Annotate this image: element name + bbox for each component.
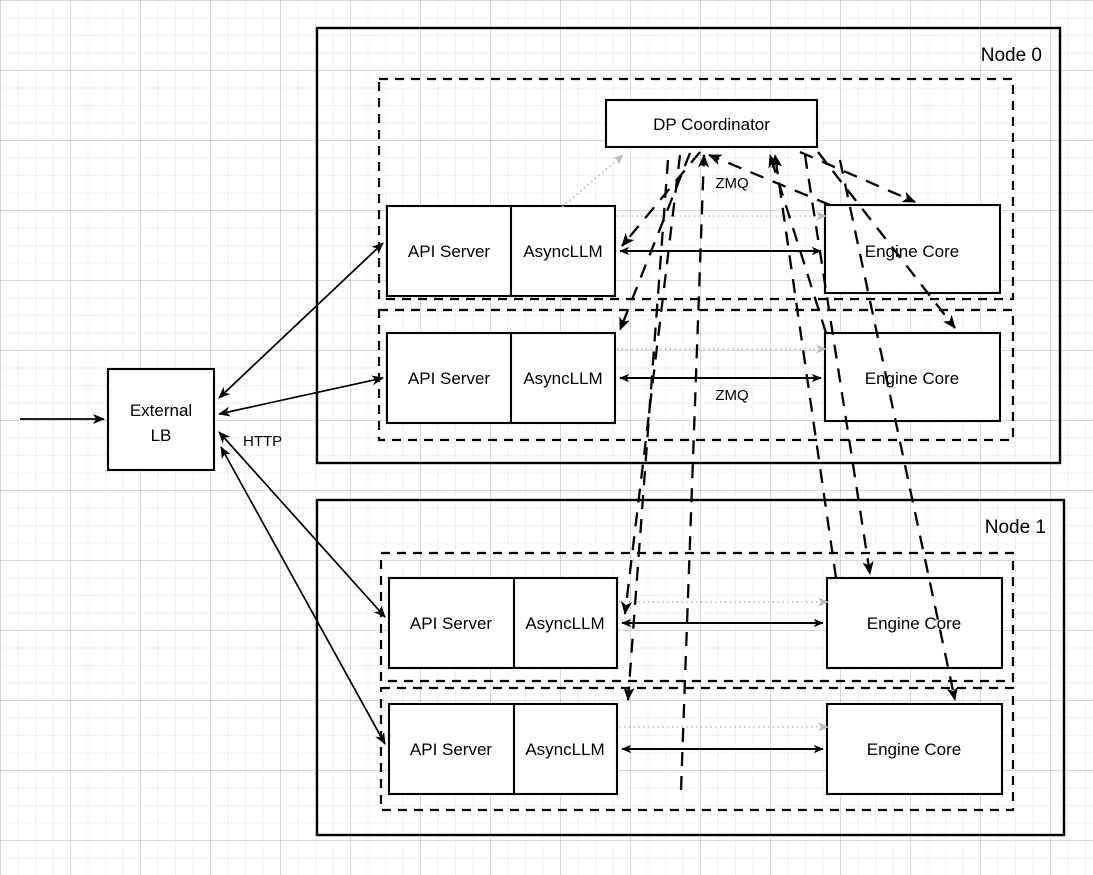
- external-lb-box[interactable]: [106, 367, 216, 472]
- coordinator-to-node-0-group-1-async-arrow: [618, 152, 692, 331]
- node-0-group-0-api-server-label: API Server: [408, 242, 491, 261]
- lb-to-node-1-group-1-api-arrow: [220, 446, 386, 745]
- external-lb-label-line2: LB: [151, 426, 172, 445]
- node-1-group-0-engine-core-label: Engine Core: [867, 614, 962, 633]
- node-0-group-1-api-server-label: API Server: [408, 369, 491, 388]
- node-0-group-0-engine-to-coordinator-arrow: [708, 153, 831, 207]
- node-1-group-0-api-unit[interactable]: [387, 576, 619, 670]
- node-0-group-0-container: [377, 77, 1015, 301]
- coordinator-to-node-1-group-1-async-arrow: [623, 159, 670, 701]
- external-lb-label-line1: External: [130, 401, 192, 420]
- coordinator-to-node-0-group-0-engine-arrow: [799, 150, 916, 204]
- coordinator-to-node-0-group-1-engine-arrow: [817, 151, 956, 329]
- node-1-title: Node 1: [985, 517, 1046, 538]
- lb-to-node-1-group-0-api-arrow: [218, 431, 386, 618]
- lb-to-node-0-group-1-api-arrow: [218, 375, 384, 417]
- node-0-group-1-engine-core-label: Engine Core: [865, 369, 960, 388]
- node-1-group-0-async-llm-label: AsyncLLM: [525, 614, 604, 633]
- node-0-title: Node 0: [981, 45, 1042, 66]
- node-1-group-1-engine-core-label: Engine Core: [867, 740, 962, 759]
- async-llm-to-coordinator-dotted-arrow: [561, 154, 624, 208]
- node-1-group-1-api-unit[interactable]: [387, 702, 619, 796]
- node-0-group-0-api-unit[interactable]: [385, 204, 617, 298]
- node-0-group-0-async-llm-label: AsyncLLM: [523, 242, 602, 261]
- dp-coordinator-box[interactable]: [604, 98, 819, 149]
- node-0-group-1-engine-core-box[interactable]: [823, 331, 1002, 423]
- dp-coordinator-label: DP Coordinator: [653, 115, 770, 134]
- node-0-group-0-engine-core-box[interactable]: [823, 203, 1002, 295]
- coordinator-to-node-0-group-0-async-arrow: [621, 151, 701, 247]
- coordinator-to-node-1-group-0-async-arrow: [620, 154, 682, 615]
- node-1-group-1-api-server-label: API Server: [410, 740, 493, 759]
- lb-to-node-0-group-0-api-arrow: [218, 242, 384, 399]
- node-1-group-1-container: [379, 686, 1015, 812]
- node-1-group-1-engine-to-coordinator-arrow: [679, 154, 710, 791]
- node-1-group-0-engine-core-box[interactable]: [825, 576, 1004, 670]
- node-0-zmq-label-top: ZMQ: [715, 175, 748, 192]
- node-0-group-1-async-llm-label: AsyncLLM: [523, 369, 602, 388]
- http-label: HTTP: [243, 433, 282, 450]
- node-1-group-1-async-llm-label: AsyncLLM: [525, 740, 604, 759]
- node-0-group-1-engine-to-coordinator-arrow: [768, 154, 828, 334]
- node-1-group-0-api-server-label: API Server: [410, 614, 493, 633]
- coordinator-to-node-1-group-1-engine-arrow: [838, 159, 958, 701]
- node-1-group-1-engine-core-box[interactable]: [825, 702, 1004, 796]
- node-0-group-0-engine-core-label: Engine Core: [865, 242, 960, 261]
- node-0-group-1-api-unit[interactable]: [385, 331, 617, 425]
- node-0-zmq-label-bottom: ZMQ: [715, 387, 748, 404]
